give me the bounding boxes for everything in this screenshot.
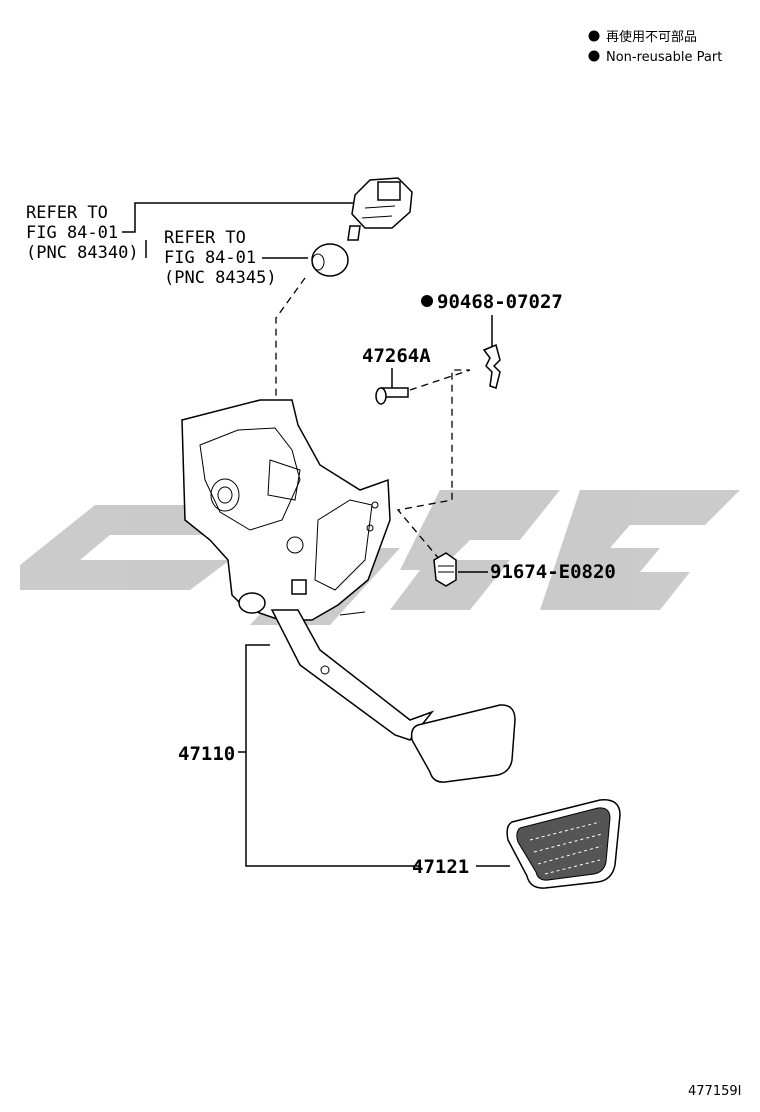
- refer-b-line3: (PNC 84345): [164, 268, 277, 288]
- non-reusable-bullet-icon: [588, 30, 600, 42]
- non-reusable-bullet-icon: [588, 50, 600, 62]
- refer-b-line2: FIG 84-01: [164, 248, 256, 268]
- brake-pedal-assembly-drawing: [181, 399, 516, 783]
- refer-a-line1: REFER TO: [26, 203, 108, 223]
- refer-a-line3: (PNC 84340): [26, 243, 139, 263]
- legend-jp-text: 再使用不可部品: [606, 29, 697, 45]
- clip-part-number: 90468-07027: [437, 291, 563, 313]
- assembly-bracket: 47110 47121: [178, 644, 510, 878]
- refer-a-line2: FIG 84-01: [26, 223, 118, 243]
- legend: 再使用不可部品 Non-reusable Part: [588, 29, 722, 65]
- non-reusable-bullet-icon: [421, 295, 433, 307]
- pin-drawing: 47264A: [362, 345, 431, 405]
- callout-refer-84340: REFER TO FIG 84-01 (PNC 84340): [26, 202, 355, 263]
- refer-b-line1: REFER TO: [164, 228, 246, 248]
- stopper-cushion-drawing: [311, 243, 349, 277]
- stop-lamp-switch-drawing: [347, 177, 413, 241]
- pin-part-number: 47264A: [362, 345, 431, 367]
- legend-en-text: Non-reusable Part: [606, 50, 722, 65]
- pedal-pad-drawing: [506, 799, 621, 889]
- clip-drawing: 90468-07027: [421, 291, 563, 389]
- pedal-assy-part-number: 47110: [178, 743, 235, 765]
- callout-refer-84345: REFER TO FIG 84-01 (PNC 84345): [145, 228, 308, 288]
- bolt-drawing: 91674-E0820: [433, 552, 616, 587]
- bolt-part-number: 91674-E0820: [490, 561, 616, 583]
- figure-id: 477159I: [688, 1084, 741, 1099]
- pad-part-number: 47121: [412, 856, 469, 878]
